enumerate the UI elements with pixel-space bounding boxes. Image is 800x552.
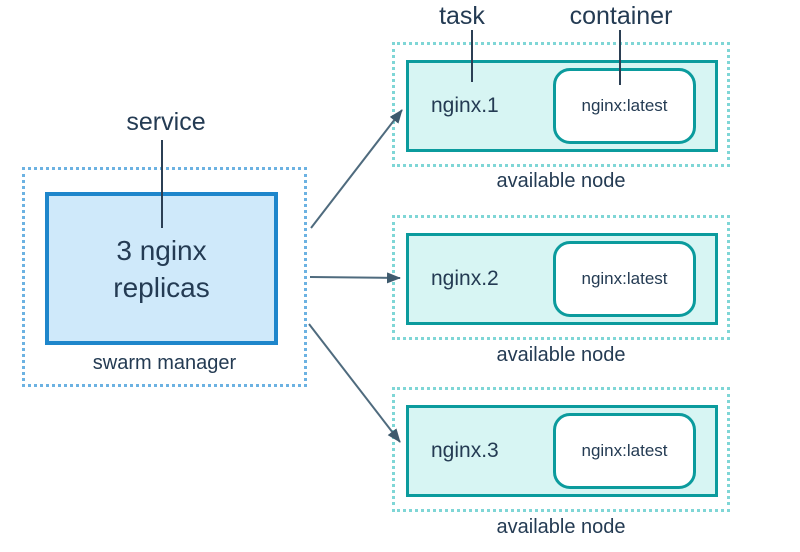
task-box-1: nginx.1 nginx:latest bbox=[406, 60, 718, 152]
task-name-1: nginx.1 bbox=[431, 94, 499, 117]
container-name-1: nginx:latest bbox=[581, 96, 668, 115]
node-caption-3: available node bbox=[496, 516, 626, 538]
container-box-1: nginx:latest bbox=[553, 68, 696, 144]
container-name-3: nginx:latest bbox=[581, 441, 668, 460]
available-node-box-2: nginx.2 nginx:latest bbox=[392, 215, 730, 340]
service-label: service bbox=[126, 108, 206, 136]
node-caption-2: available node bbox=[496, 344, 626, 366]
service-replicas-text: 3 nginx replicas bbox=[113, 234, 210, 303]
swarm-manager-caption: swarm manager bbox=[92, 352, 237, 374]
container-name-2: nginx:latest bbox=[581, 269, 668, 288]
arrow-to-node-2 bbox=[309, 272, 401, 284]
swarm-manager-box bbox=[22, 167, 307, 387]
task-name-3: nginx.3 bbox=[431, 439, 499, 462]
node-caption-1: available node bbox=[496, 170, 626, 192]
available-node-box-3: nginx.3 nginx:latest bbox=[392, 387, 730, 512]
arrow-to-node-3 bbox=[308, 323, 401, 443]
task-box-2: nginx.2 nginx:latest bbox=[406, 233, 718, 325]
task-label: task bbox=[439, 2, 485, 30]
container-label: container bbox=[569, 2, 673, 30]
available-node-box-1: nginx.1 nginx:latest bbox=[392, 42, 730, 167]
container-box-3: nginx:latest bbox=[553, 413, 696, 489]
task-box-3: nginx.3 nginx:latest bbox=[406, 405, 718, 497]
arrow-to-node-1 bbox=[310, 109, 403, 229]
service-box: 3 nginx replicas bbox=[45, 192, 278, 345]
task-name-2: nginx.2 bbox=[431, 267, 499, 290]
container-box-2: nginx:latest bbox=[553, 241, 696, 317]
